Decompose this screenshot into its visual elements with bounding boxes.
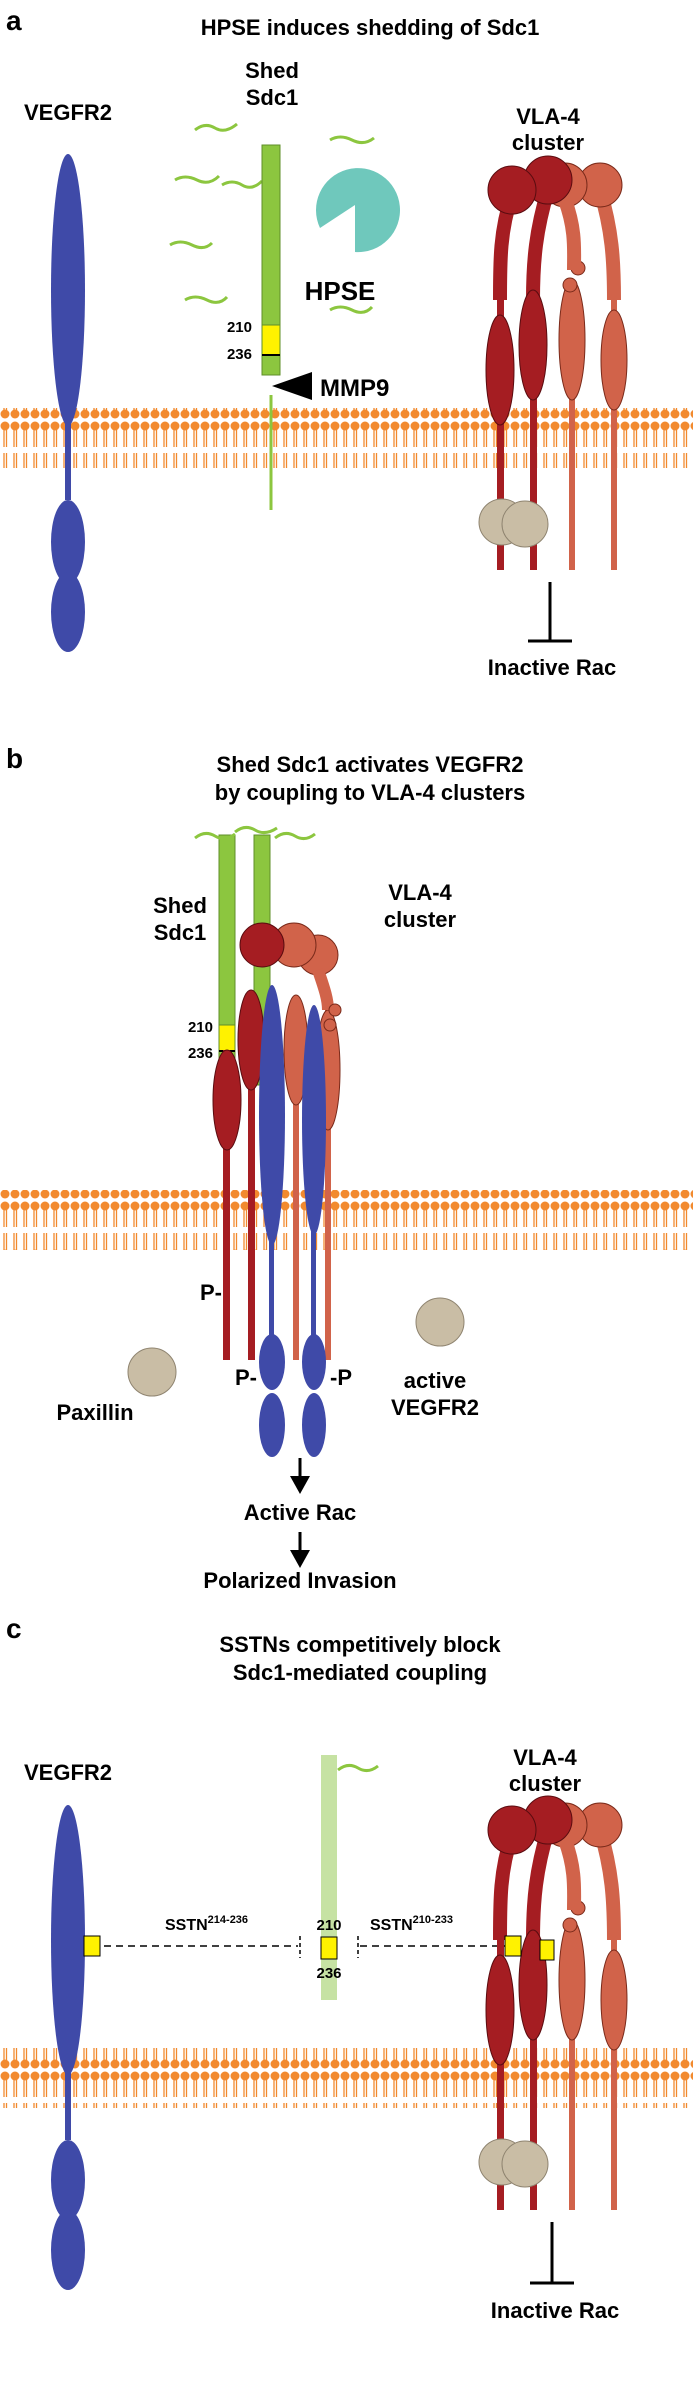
panel-a-title: HPSE induces shedding of Sdc1 — [201, 15, 540, 40]
phospho-label-2: P- — [235, 1365, 257, 1390]
arrow-to-active-rac — [290, 1458, 310, 1494]
mmp9-label: MMP9 — [320, 375, 389, 402]
site-236-label: 236 — [316, 1965, 341, 1982]
shed-sdc1-label-line2: Sdc1 — [246, 85, 299, 110]
inhibition-symbol — [530, 2222, 574, 2285]
active-vegfr2-label-line2: VEGFR2 — [391, 1395, 479, 1420]
shed-sdc1-label-line1: Shed — [153, 893, 207, 918]
active-vegfr2-label-line1: active — [404, 1368, 466, 1393]
hpse-label: HPSE — [305, 276, 376, 306]
panel-c-title-line1: SSTNs competitively block — [219, 1632, 501, 1657]
sstn-left-label: SSTN214-236 — [165, 1914, 248, 1934]
panel-a-letter: a — [6, 5, 22, 36]
vla4-label-line1: VLA-4 — [513, 1745, 577, 1770]
cell-membrane — [0, 1190, 693, 1250]
shed-sdc1-ectodomain — [261, 144, 281, 376]
active-rac-label: Active Rac — [244, 1500, 357, 1525]
panel-b: b Shed Sdc1 activates VEGFR2 by coupling… — [0, 720, 693, 1590]
vla4-label-line2: cluster — [384, 907, 457, 932]
panel-b-title-line1: Shed Sdc1 activates VEGFR2 — [217, 752, 524, 777]
site-210-label: 210 — [227, 319, 252, 336]
paxillin-label: Paxillin — [56, 1400, 133, 1425]
arrow-to-invasion — [290, 1532, 310, 1568]
heparan-sulfate-chains — [169, 122, 375, 314]
phospho-label-1: P- — [200, 1280, 222, 1305]
shed-sdc1-label-line2: Sdc1 — [154, 920, 207, 945]
sstn-right-label: SSTN210-233 — [370, 1914, 453, 1934]
panel-c-diagram: c SSTNs competitively block Sdc1-mediate… — [0, 1613, 693, 2323]
vla4-label-line1: VLA-4 — [516, 104, 580, 129]
paxillin-proteins — [478, 2138, 549, 2188]
inactive-rac-label: Inactive Rac — [491, 2298, 619, 2323]
paxillin-proteins — [478, 498, 549, 548]
cell-membrane — [0, 408, 693, 468]
hpse-enzyme — [315, 168, 400, 253]
vegfr2-label: VEGFR2 — [24, 1760, 112, 1785]
panel-c: c SSTNs competitively block Sdc1-mediate… — [0, 1590, 693, 2398]
site-236-label: 236 — [188, 1045, 213, 1062]
panel-a-diagram: a HPSE induces shedding of Sdc1 VEGFR2 S… — [0, 5, 693, 680]
phospho-label-3: -P — [330, 1365, 352, 1390]
vegfr2-receptor — [51, 154, 85, 652]
vla4-label-line2: cluster — [509, 1771, 582, 1796]
heparan-sulfate-chains — [194, 825, 316, 841]
vla4-integrin-cluster — [485, 1795, 628, 2210]
inhibition-symbol — [528, 582, 572, 643]
site-210-label: 210 — [316, 1917, 341, 1934]
site-236-label: 236 — [227, 346, 252, 363]
vla4-integrin-cluster — [485, 155, 628, 570]
mmp9-arrowhead — [272, 372, 312, 400]
vegfr2-receptor — [51, 1805, 101, 2290]
paxillin-protein — [415, 1297, 465, 1347]
panel-c-letter: c — [6, 1613, 22, 1644]
vla4-label-line2: cluster — [512, 130, 585, 155]
shed-sdc1-label-line1: Shed — [245, 58, 299, 83]
cell-membrane — [0, 2048, 693, 2108]
panel-b-diagram: b Shed Sdc1 activates VEGFR2 by coupling… — [0, 743, 693, 1590]
inactive-rac-label: Inactive Rac — [488, 655, 616, 680]
faded-sdc1-ectodomain — [320, 1755, 379, 2000]
panel-a: a HPSE induces shedding of Sdc1 VEGFR2 S… — [0, 0, 693, 720]
site-210-label: 210 — [188, 1019, 213, 1036]
panel-b-title-line2: by coupling to VLA-4 clusters — [215, 780, 525, 805]
sdc1-vla4-vegfr2-complex — [212, 834, 342, 1457]
vegfr2-label: VEGFR2 — [24, 100, 112, 125]
panel-b-letter: b — [6, 743, 23, 774]
paxillin-protein — [127, 1347, 177, 1397]
polarized-invasion-label: Polarized Invasion — [203, 1568, 396, 1590]
vla4-label-line1: VLA-4 — [388, 880, 452, 905]
panel-c-title-line2: Sdc1-mediated coupling — [233, 1660, 487, 1685]
